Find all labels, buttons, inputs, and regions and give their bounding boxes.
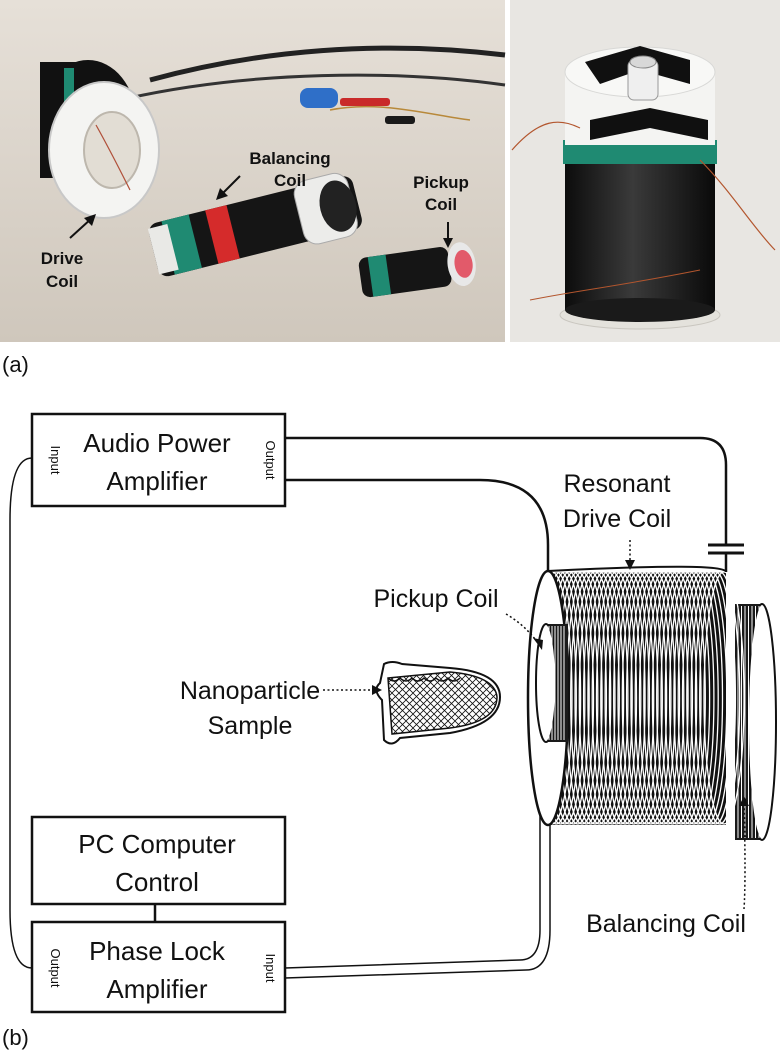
photo-right bbox=[510, 0, 780, 342]
panel-b-label: (b) bbox=[2, 1025, 29, 1050]
pickup-callout-line1: Pickup bbox=[413, 173, 469, 192]
drive-callout-line2: Coil bbox=[46, 272, 78, 291]
phase-lock-amplifier: Phase Lock Amplifier Output Input bbox=[30, 920, 287, 1014]
balancing-callout-line1: Balancing bbox=[249, 149, 330, 168]
audio-amp-input-label: Input bbox=[48, 446, 63, 475]
audio-amp-title-line1: Audio Power bbox=[83, 428, 231, 458]
pickup-callout-line2: Coil bbox=[425, 195, 457, 214]
nanoparticle-sample-label-line2: Sample bbox=[208, 712, 293, 740]
nanoparticle-sample bbox=[375, 661, 502, 745]
phase-lock-input-label: Input bbox=[263, 954, 278, 983]
nanoparticle-sample-label-line1: Nanoparticle bbox=[180, 677, 320, 705]
balancing-coil-label: Balancing Coil bbox=[586, 910, 746, 938]
audio-amp-output-label: Output bbox=[263, 440, 278, 479]
audio-amp-title-line2: Amplifier bbox=[106, 466, 207, 496]
pc-control-title-line2: Control bbox=[115, 867, 199, 897]
drive-callout-line1: Drive bbox=[41, 249, 84, 268]
pc-control-title-line1: PC Computer bbox=[78, 829, 236, 859]
capacitor bbox=[708, 543, 744, 555]
pointer-arrows bbox=[323, 540, 746, 910]
wiring bbox=[9, 436, 728, 979]
phase-lock-output-label: Output bbox=[48, 948, 63, 987]
phase-lock-title-line2: Amplifier bbox=[106, 974, 207, 1004]
balancing-callout-line2: Coil bbox=[274, 171, 306, 190]
panel-a-label: (a) bbox=[2, 352, 29, 377]
resonant-drive-coil bbox=[526, 565, 745, 827]
pc-computer-control: PC Computer Control bbox=[30, 815, 287, 906]
resonant-drive-coil-label-line2: Drive Coil bbox=[563, 505, 671, 533]
photo-left: Balancing Coil Pickup Coil Drive Coil bbox=[0, 0, 506, 342]
pickup-coil bbox=[535, 623, 568, 743]
phase-lock-title-line1: Phase Lock bbox=[89, 936, 226, 966]
resonant-drive-coil-label-line1: Resonant bbox=[563, 470, 670, 498]
pickup-coil-label: Pickup Coil bbox=[373, 585, 498, 613]
audio-power-amplifier: Audio Power Amplifier Input Output bbox=[30, 412, 287, 508]
